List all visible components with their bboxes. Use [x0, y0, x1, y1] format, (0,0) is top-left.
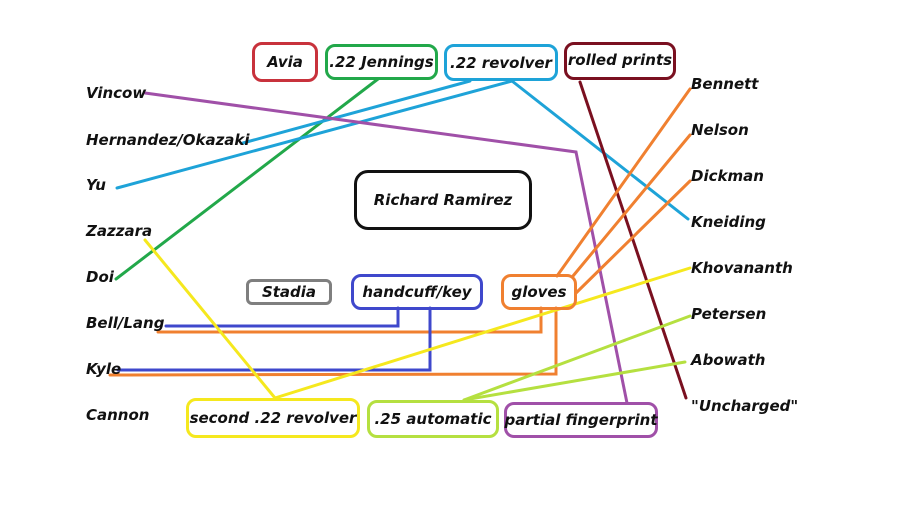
link-revolver-yu — [115, 79, 514, 190]
link-automatic-petersen — [462, 314, 692, 402]
link-gloves-dickman — [574, 179, 692, 295]
evidence-box-rolled-prints[interactable]: rolled prints — [564, 42, 676, 80]
link-fingerprint-vincow — [143, 91, 629, 405]
link-automatic-abowath — [462, 360, 687, 402]
link-gloves-kyle — [108, 306, 558, 377]
victim-label-uncharged: "Uncharged" — [691, 397, 799, 415]
victim-label-vincow: Vincow — [86, 84, 147, 102]
victim-label-doi: Doi — [86, 268, 114, 286]
victim-label-zazzara: Zazzara — [86, 222, 153, 240]
evidence-box-handcuff-key[interactable]: handcuff/key — [351, 274, 483, 310]
link-gloves-bell-lang — [156, 306, 543, 334]
link-gloves-nelson — [571, 133, 692, 278]
central-subject-box[interactable]: Richard Ramirez — [354, 170, 532, 230]
link-revolver-kneiding — [510, 79, 690, 221]
link-rolled-prints-uncharged — [578, 80, 688, 400]
victim-label-khovananth: Khovananth — [691, 259, 793, 277]
victim-label-cannon: Cannon — [86, 406, 150, 424]
evidence-box-second-22-revolver[interactable]: second .22 revolver — [186, 398, 360, 438]
victim-label-dickman: Dickman — [691, 167, 764, 185]
link-jennings-doi — [114, 77, 380, 281]
evidence-box-avia[interactable]: Avia — [252, 42, 318, 82]
link-handcuff-kyle — [116, 306, 432, 372]
evidence-box-22-jennings[interactable]: .22 Jennings — [325, 44, 438, 80]
victim-label-hernandez-okazaki: Hernandez/Okazaki — [86, 131, 250, 149]
link-second-revolver-zazzara — [143, 238, 277, 400]
victim-label-yu: Yu — [86, 176, 106, 194]
link-second-revolver-khovananth — [273, 266, 692, 400]
victim-label-bennett: Bennett — [691, 75, 759, 93]
link-gloves-bennett — [555, 87, 692, 278]
evidence-box-22-revolver[interactable]: .22 revolver — [444, 44, 558, 81]
evidence-box-gloves[interactable]: gloves — [501, 274, 577, 310]
evidence-box-25-automatic[interactable]: .25 automatic — [367, 400, 499, 438]
victim-label-kyle: Kyle — [86, 360, 122, 378]
victim-label-petersen: Petersen — [691, 305, 767, 323]
victim-label-kneiding: Kneiding — [691, 213, 766, 231]
victim-label-bell-lang: Bell/Lang — [86, 314, 165, 332]
evidence-box-partial-fingerprint[interactable]: partial fingerprint — [504, 402, 658, 438]
victim-label-nelson: Nelson — [691, 121, 749, 139]
link-revolver-hernandez — [241, 79, 472, 145]
evidence-box-stadia[interactable]: Stadia — [246, 279, 332, 305]
link-handcuff-bell-lang — [164, 306, 400, 328]
victim-label-abowath: Abowath — [691, 351, 766, 369]
